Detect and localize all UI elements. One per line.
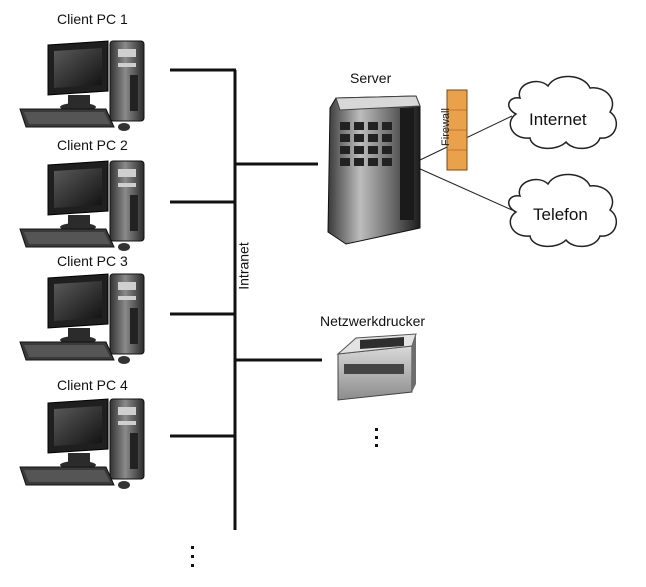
internet-label: Internet — [529, 110, 587, 129]
intranet-label: Intranet — [235, 242, 252, 290]
firewall-label: Firewall — [439, 108, 452, 146]
client-pc-2-icon — [19, 160, 145, 252]
client-pc-1-icon — [19, 40, 145, 132]
network-more-dots — [191, 546, 194, 567]
client-pc-3-icon — [19, 273, 145, 365]
server-icon — [327, 95, 421, 245]
telefon-cloud-icon — [508, 173, 618, 248]
client-pc-1-label: Client PC 1 — [57, 11, 128, 27]
internet-cloud-icon — [508, 75, 618, 150]
client-pc-2-label: Client PC 2 — [57, 137, 128, 153]
printer-more-dots — [375, 428, 378, 447]
network-printer-icon — [336, 333, 417, 401]
telefon-label: Telefon — [533, 205, 588, 224]
server-label: Server — [350, 70, 392, 86]
link-telefon — [417, 167, 513, 211]
printer-label: Netzwerkdrucker — [320, 313, 426, 329]
client-pc-3-label: Client PC 3 — [57, 253, 128, 269]
client-pc-4-label: Client PC 4 — [57, 377, 128, 393]
client-pc-4-icon — [19, 398, 145, 490]
